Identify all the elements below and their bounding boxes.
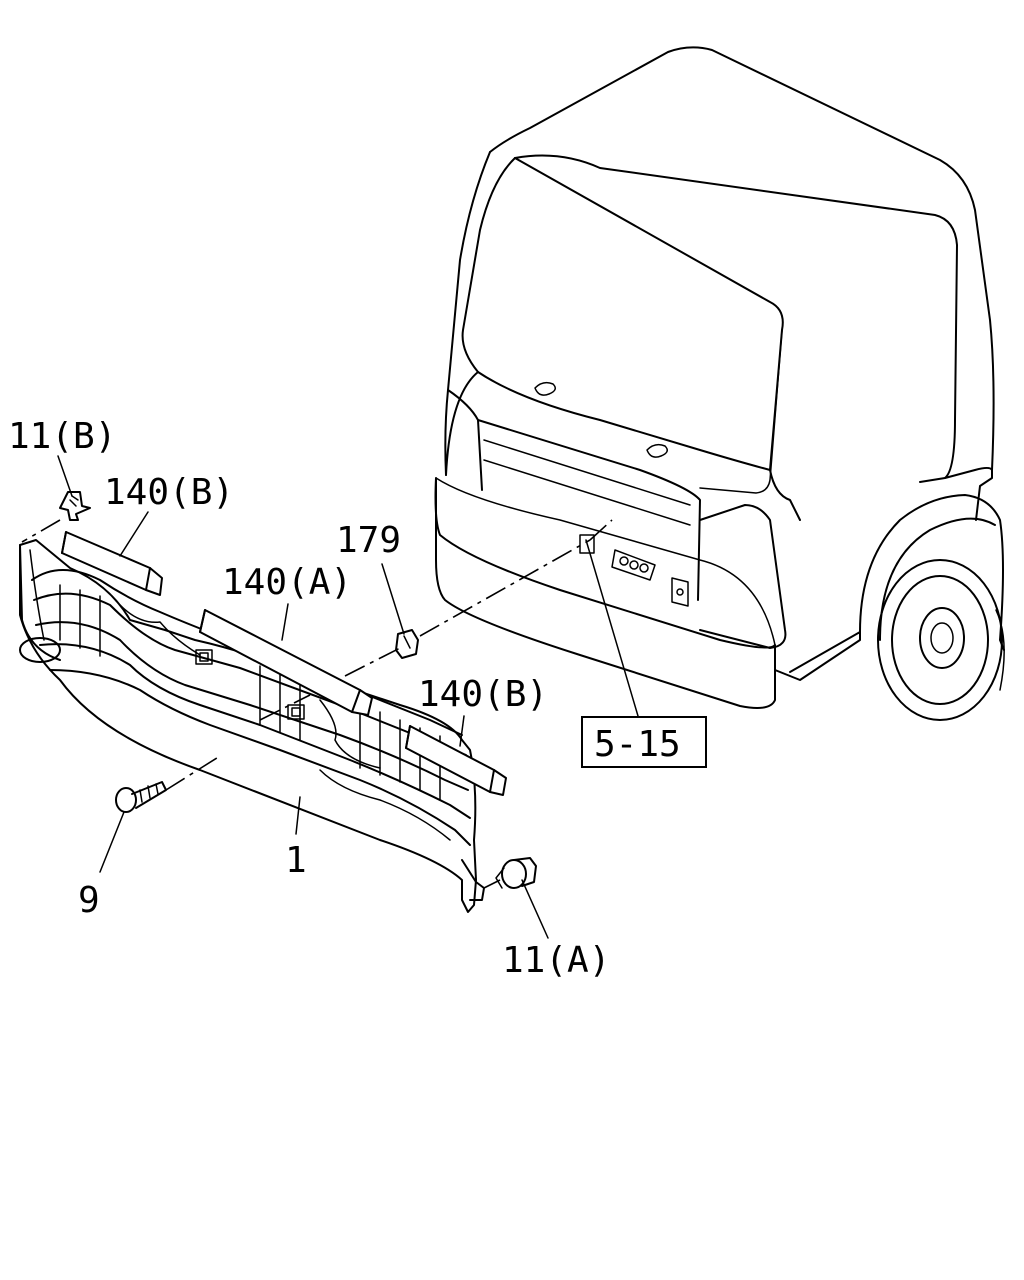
- callout-140b-top: 140(B): [104, 472, 234, 513]
- callout-1: 1: [285, 840, 307, 881]
- foam-strip-140b-right: [405, 725, 507, 796]
- leader-lines: [57, 455, 639, 939]
- callout-179: 179: [336, 520, 401, 561]
- callout-5-15: 5-15: [594, 724, 681, 765]
- foam-strip-140b-top: [61, 531, 163, 596]
- reference-box: [581, 716, 707, 768]
- truck-cab: [434, 46, 1005, 721]
- assembly-lines: [21, 519, 613, 889]
- callout-11b: 11(B): [8, 416, 116, 457]
- nut-179: [395, 629, 419, 659]
- callout-9: 9: [78, 880, 100, 921]
- grille-assembly: [19, 539, 485, 913]
- clip-11a: [495, 857, 537, 889]
- clip-11b: [59, 491, 91, 521]
- callout-140a: 140(A): [222, 562, 352, 603]
- screw-9: [115, 781, 167, 813]
- foam-strip-140a: [199, 609, 373, 716]
- callout-11a: 11(A): [502, 940, 610, 981]
- callout-140b-right: 140(B): [418, 674, 548, 715]
